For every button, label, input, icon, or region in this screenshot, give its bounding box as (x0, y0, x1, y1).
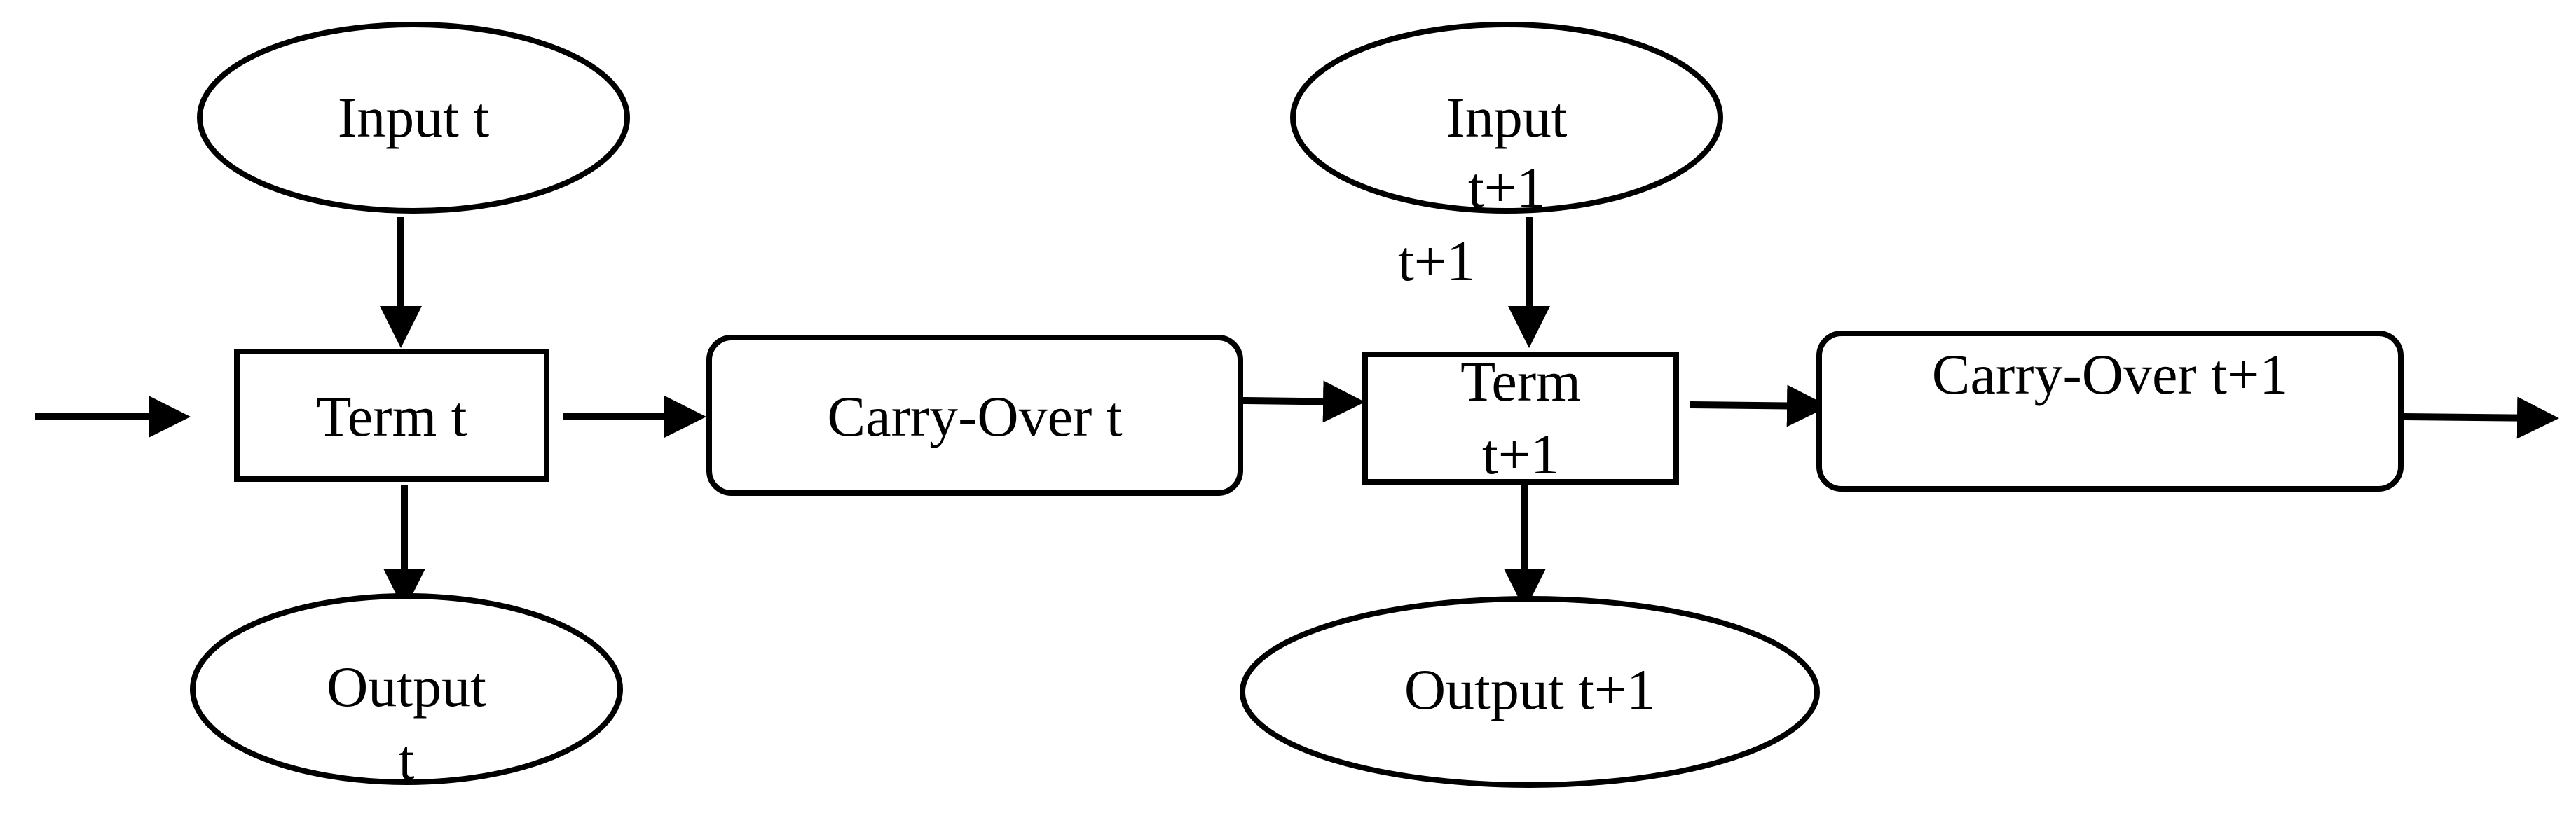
input-t1-side-label: t+1 (1398, 229, 1475, 293)
output-t-label-line2: t (399, 728, 415, 791)
arrow-carry-over-t-to-term-t1 (1242, 380, 1365, 423)
node-carry-over-t1: Carry-Over t+1 (1816, 331, 2404, 492)
arrow-outgoing (2402, 396, 2559, 439)
carry-over-t-box (706, 335, 1243, 496)
arrow-term-t1-to-carry-over-t1 (1690, 384, 1829, 427)
input-t1-label-line2: t+1 (1468, 155, 1545, 219)
node-input-t: Input t (197, 22, 630, 214)
term-t-label: Term t (316, 384, 467, 448)
output-t-label-line1: Output (327, 655, 486, 719)
input-t-label: Input t (338, 85, 490, 149)
node-output-t1: Output t+1 (1240, 596, 1820, 788)
term-t1-label-line2: t+1 (1482, 422, 1559, 486)
output-t1-ellipse (1240, 596, 1820, 788)
term-t1-label-line1: Term (1460, 349, 1581, 413)
node-output-t: Output t (190, 593, 623, 791)
node-carry-over-t: Carry-Over t (706, 335, 1243, 496)
node-input-t1: Input t+1 (1290, 22, 1723, 219)
node-term-t1: Term t+1 (1362, 349, 1679, 486)
output-t-ellipse (190, 593, 623, 785)
carry-over-t-label: Carry-Over t (827, 384, 1122, 448)
output-t1-label: Output t+1 (1404, 658, 1655, 721)
input-t1-ellipse (1290, 22, 1723, 214)
carry-over-t1-label: Carry-Over t+1 (1932, 342, 2288, 406)
input-t1-label-line1: Input (1446, 85, 1567, 149)
input-t-ellipse (197, 22, 630, 214)
node-term-t: Term t (234, 349, 549, 482)
carry-over-t1-box (1816, 331, 2404, 492)
term-t-box (234, 349, 549, 482)
term-t1-box (1362, 352, 1679, 485)
